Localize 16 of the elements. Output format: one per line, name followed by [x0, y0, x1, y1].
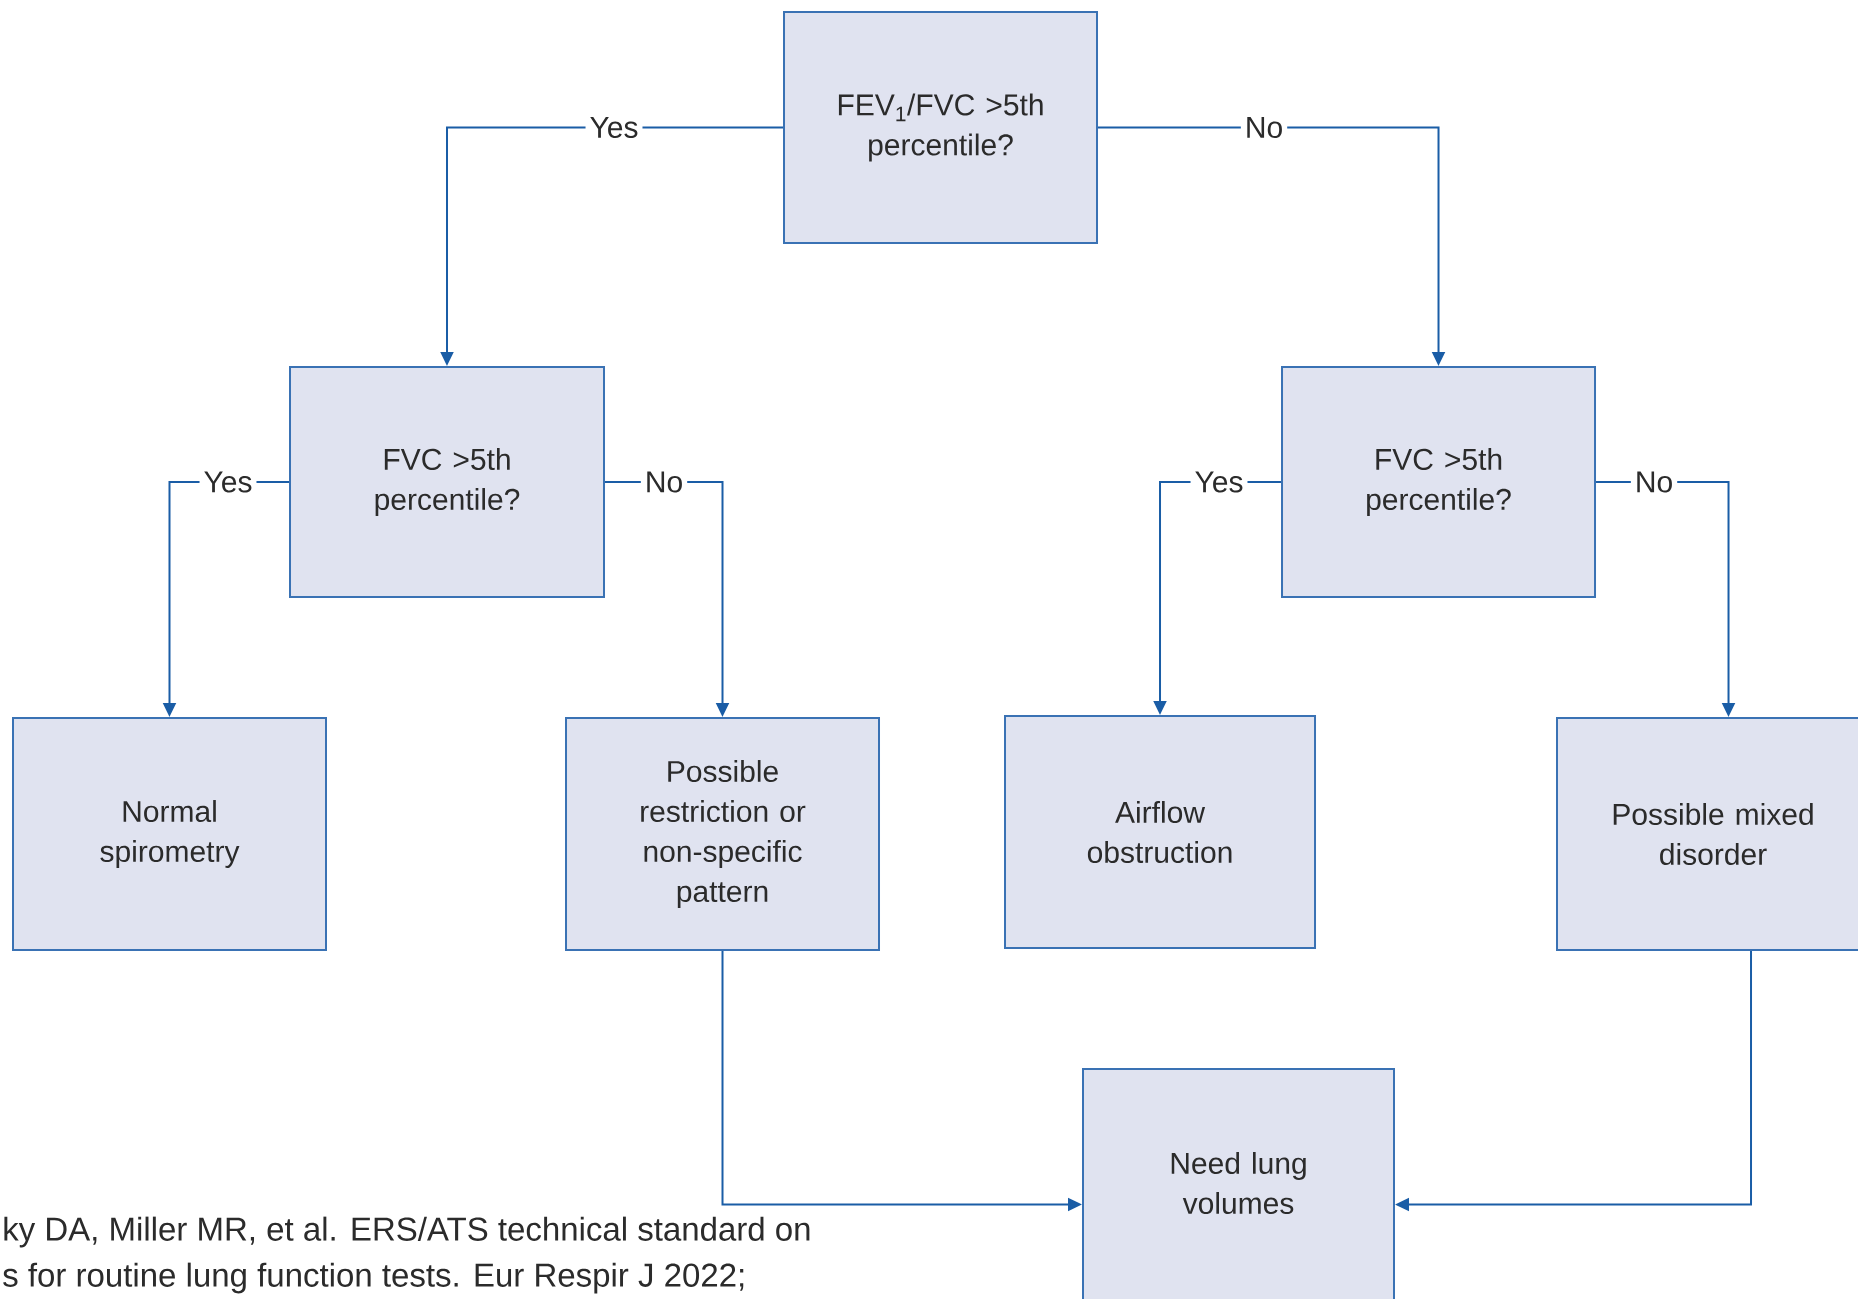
edge-label: No: [1240, 113, 1288, 142]
edge-label: No: [1630, 467, 1678, 497]
process-box: Normal spirometry: [12, 717, 327, 951]
process-box: FEV$_{1}$/FVC >5th percentile?: [783, 11, 1098, 244]
edge-label: No: [640, 467, 688, 497]
edge-label: Yes: [199, 467, 257, 497]
citation-text: s for routine lung function tests. Eur Respir J 2022;: [3, 1262, 744, 1294]
process-box: FVC >5th percentile?: [1281, 366, 1596, 598]
citation-text: ky DA, Miller MR, et al. ERS/ATS technical standard on: [4, 1216, 810, 1248]
edge-label: Yes: [585, 113, 643, 142]
process-box: Possible mixed disorder: [1556, 717, 1858, 951]
process-box: Airflow obstruction: [1004, 715, 1316, 949]
process-box: Possible restriction or non-specific pattern: [565, 717, 880, 951]
edge-label: Yes: [1190, 467, 1248, 497]
process-box: Need lung volumes: [1082, 1068, 1395, 1299]
process-box: FVC >5th percentile?: [289, 366, 605, 598]
